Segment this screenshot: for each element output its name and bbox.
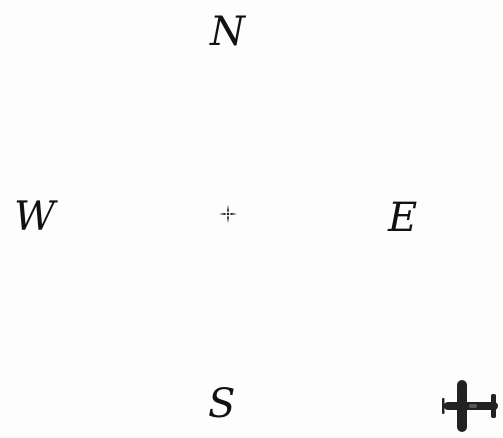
south-label: S	[208, 381, 236, 427]
north-label: N	[210, 9, 245, 55]
crosshair-icon	[219, 205, 237, 223]
west-label: W	[14, 194, 56, 240]
airplane-icon[interactable]	[442, 378, 500, 434]
east-label: E	[388, 195, 418, 241]
